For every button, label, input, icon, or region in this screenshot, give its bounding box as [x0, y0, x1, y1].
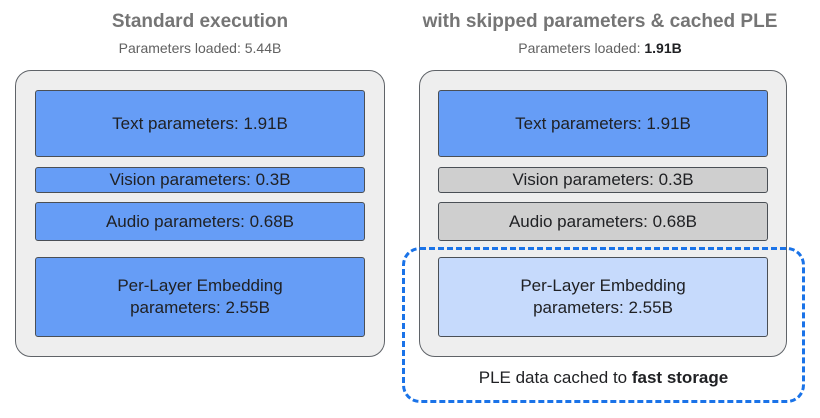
left-text-params-block: Text parameters: 1.91B: [35, 90, 365, 157]
left-subtitle-value: 5.44B: [244, 40, 282, 56]
ple-cache-outline: [402, 247, 805, 403]
ple-cache-caption: PLE data cached to fast storage: [402, 368, 805, 388]
right-title: with skipped parameters & cached PLE: [422, 11, 778, 32]
left-ple-line2: parameters: 2.55B: [130, 298, 270, 317]
ple-cache-caption-bold: fast storage: [631, 368, 729, 387]
right-audio-params-block: Audio parameters: 0.68B: [438, 202, 768, 241]
left-subtitle: Parameters loaded: 5.44B: [15, 40, 385, 56]
right-subtitle: Parameters loaded: 1.91B: [405, 40, 795, 56]
right-subtitle-prefix: Parameters loaded:: [518, 40, 645, 56]
left-vision-params-block: Vision parameters: 0.3B: [35, 167, 365, 193]
ple-cache-caption-prefix: PLE data cached to: [478, 368, 632, 387]
right-text-params-block: Text parameters: 1.91B: [438, 90, 768, 157]
right-ple-line2: parameters: 2.55B: [533, 298, 673, 317]
left-title: Standard execution: [111, 11, 289, 32]
left-subtitle-prefix: Parameters loaded:: [118, 40, 245, 56]
right-ple-line1: Per-Layer Embedding: [520, 276, 686, 295]
left-ple-params-block: Per-Layer Embedding parameters: 2.55B: [35, 257, 365, 337]
right-subtitle-value: 1.91B: [644, 40, 682, 56]
left-ple-line1: Per-Layer Embedding: [117, 276, 283, 295]
left-audio-params-block: Audio parameters: 0.68B: [35, 202, 365, 241]
right-ple-params-block: Per-Layer Embedding parameters: 2.55B: [438, 257, 768, 337]
right-vision-params-block: Vision parameters: 0.3B: [438, 167, 768, 193]
